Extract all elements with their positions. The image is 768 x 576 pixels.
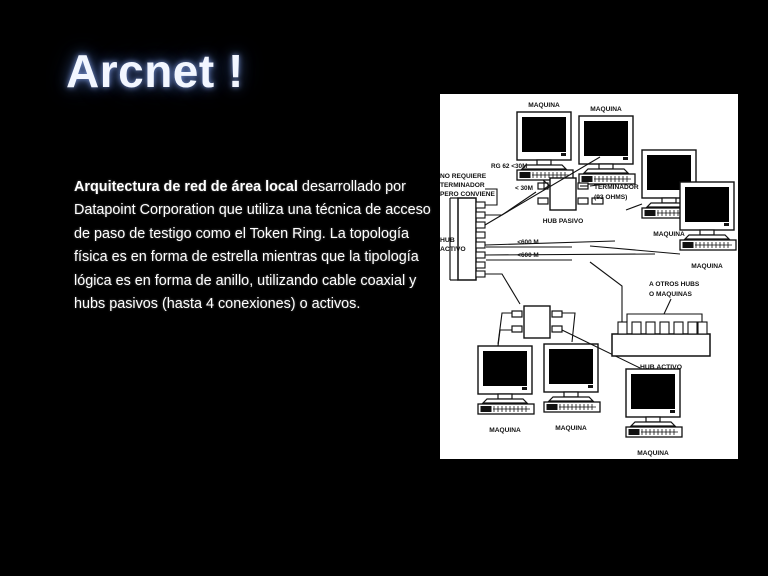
- body-rest-text: desarrollado por Datapoint Corporation q…: [74, 179, 431, 313]
- active-hub-left-label: HUB ACTIVO: [440, 237, 466, 253]
- distance-600m-upper: <600 M: [486, 239, 572, 248]
- terminator-label-line1: TERMINADOR: [594, 184, 639, 191]
- cable-links-bottom: [497, 312, 641, 369]
- distance-600m-lower-label: <600 M: [517, 252, 539, 259]
- machine-top-left-label: MAQUINA: [528, 102, 560, 109]
- cable-links-left: [484, 156, 656, 305]
- terminator-stubs: [591, 197, 604, 205]
- page-title: Arcnet !: [66, 45, 244, 97]
- machine-top-right: MAQUINA: [578, 106, 636, 185]
- other-hubs-note: A OTROS HUBS O MAQUINAS: [649, 281, 700, 298]
- machine-bottom-mid-label: MAQUINA: [555, 425, 587, 432]
- diagram-svg: MAQUINA MAQUINA MAQUINA MAQUINA HUB PASI…: [440, 94, 738, 459]
- no-terminator-note-line3: PERO CONVIENE: [440, 191, 496, 198]
- machine-bottom-mid: MAQUINA: [543, 343, 601, 432]
- no-terminator-note: NO REQUIERE TERMINADOR PERO CONVIENE: [440, 173, 496, 198]
- distance-600m-upper-label: <600 M: [517, 239, 539, 246]
- machine-top-left: MAQUINA: [516, 102, 574, 181]
- no-terminator-note-line2: TERMINADOR: [440, 182, 485, 189]
- no-terminator-bracket: [485, 188, 498, 206]
- machine-bottom-left: MAQUINA: [477, 345, 535, 434]
- terminator-label: TERMINADOR (93 OHMS): [594, 184, 639, 201]
- body-paragraph: Arquitectura de red de área local desarr…: [74, 176, 434, 316]
- cable-links-top: [542, 179, 607, 191]
- machine-top-right-label: MAQUINA: [590, 106, 622, 113]
- rg62-label: RG 62 <30M: [491, 163, 527, 170]
- no-terminator-note-line1: NO REQUIERE: [440, 173, 487, 180]
- machine-bottom-right: MAQUINA: [625, 368, 683, 457]
- distance-30m-label: < 30M: [515, 185, 533, 192]
- body-lead-text: Arquitectura de red de área local: [74, 179, 298, 195]
- other-hubs-note-line1: A OTROS HUBS: [649, 281, 700, 288]
- cable-links-right: [589, 203, 681, 255]
- active-hub-left: [449, 197, 486, 281]
- machine-right-upper: MAQUINA: [641, 149, 699, 238]
- other-hubs-note-line2: O MAQUINAS: [649, 291, 692, 298]
- terminator-label-line2: (93 OHMS): [594, 194, 627, 201]
- arcnet-topology-diagram: MAQUINA MAQUINA MAQUINA MAQUINA HUB PASI…: [440, 94, 738, 459]
- machine-bottom-right-label: MAQUINA: [637, 450, 669, 457]
- machine-right-lower-label: MAQUINA: [691, 263, 723, 270]
- passive-hub-top-label: HUB PASIVO: [543, 218, 584, 225]
- cable-uplink-right-hub: [589, 261, 672, 322]
- passive-hub-top: HUB PASIVO: [537, 177, 589, 225]
- machine-bottom-left-label: MAQUINA: [489, 427, 521, 434]
- active-hub-right-label: HUB ACTIVO: [640, 364, 682, 371]
- machine-right-upper-label: MAQUINA: [653, 231, 685, 238]
- active-hub-left-label-line1: HUB: [440, 237, 455, 244]
- active-hub-left-label-line2: ACTIVO: [440, 246, 466, 253]
- machine-right-lower: MAQUINA: [679, 181, 737, 270]
- distance-600m-lower: <600 M: [486, 252, 572, 261]
